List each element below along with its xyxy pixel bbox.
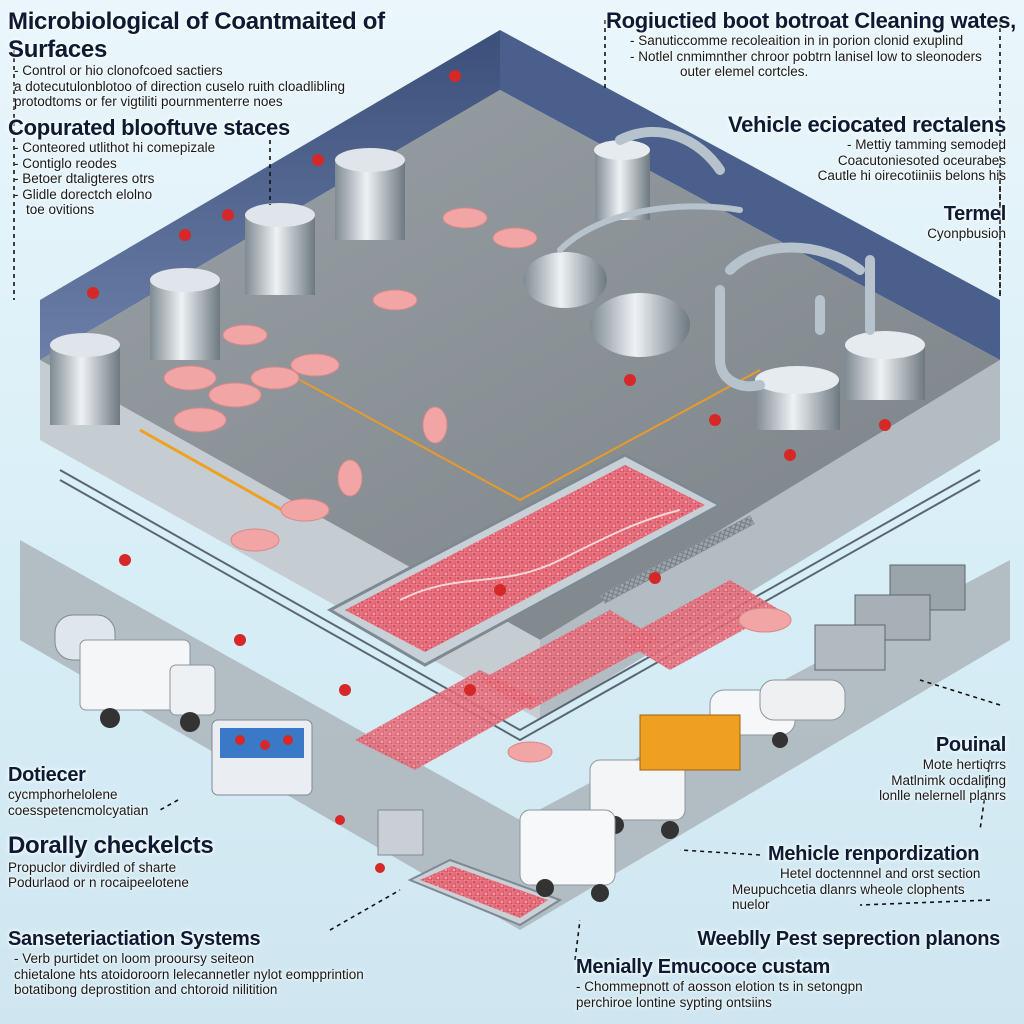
callout-line: Betoer dtaligteres otrs bbox=[14, 171, 298, 187]
callout-left-2: Dotiecer cycmphorhelolene coesspetencmol… bbox=[8, 764, 208, 818]
vessel bbox=[590, 293, 690, 357]
callout-right-5: Weeblly Pest seprection planons bbox=[600, 928, 1000, 951]
vessel bbox=[523, 252, 607, 308]
callout-title: Weeblly Pest seprection planons bbox=[697, 928, 1000, 950]
callout-line: Coacutoniesoted oceurabes bbox=[837, 152, 1006, 168]
railings bbox=[59, 369, 981, 742]
callout-line: a dotecutulonblotoo of direction cuselo … bbox=[14, 78, 345, 94]
callout-line: Mettiy tamming semoded bbox=[720, 137, 1006, 153]
callout-left-3: Dorally checkelcts Propuclor divirdled o… bbox=[8, 832, 268, 891]
conveyor-lines bbox=[355, 515, 780, 770]
pigs bbox=[163, 207, 792, 763]
tank bbox=[245, 203, 315, 295]
pig bbox=[290, 353, 340, 377]
pig bbox=[337, 459, 363, 497]
vessel bbox=[845, 331, 925, 400]
callout-right-2: Termel Cyonpbusion bbox=[860, 203, 1006, 242]
tank bbox=[50, 333, 120, 425]
ovens bbox=[814, 564, 966, 671]
trough-meat bbox=[345, 465, 705, 652]
storage-tanks-left bbox=[50, 148, 405, 425]
callout-title: Menially Emucooce custam bbox=[576, 956, 831, 978]
callout-top-right: Rogiuctied boot botroat Cleaning wates, … bbox=[600, 8, 1016, 80]
callout-line: Mote hertiorrs bbox=[922, 757, 1006, 772]
pig bbox=[173, 407, 227, 433]
callout-line: Contiglo reodes bbox=[14, 156, 298, 172]
pig bbox=[230, 528, 280, 552]
callout-line: Hetel doctennnel and orst section bbox=[780, 866, 981, 881]
pig bbox=[222, 324, 268, 346]
callout-title: Rogiuctied boot botroat Cleaning wates, bbox=[606, 8, 1016, 33]
callout-title: Mehicle renpordization bbox=[768, 843, 980, 865]
callout-line: toe ovitions bbox=[26, 202, 95, 218]
callout-title: Dorally checkelcts bbox=[8, 832, 214, 859]
callout-line: coesspetencmolcyatian bbox=[8, 802, 149, 818]
callout-line: Propuclor divirdled of sharte bbox=[8, 859, 177, 875]
callout-line: Glidle dorectch elolno bbox=[14, 187, 298, 203]
callout-top-left: Microbiological of Coantmaited of Surfac… bbox=[8, 8, 478, 110]
pig bbox=[507, 741, 553, 763]
callout-line: Podurlaod or n rocaipeelotene bbox=[8, 875, 189, 891]
callout-left-4: Sanseteriactiation Systems Verb purtidet… bbox=[8, 928, 428, 998]
callout-line: outer elemel cortcles. bbox=[680, 64, 809, 80]
pig bbox=[422, 406, 448, 444]
callout-line: Chommepnott of aosson elotion ts in seto… bbox=[576, 979, 1016, 995]
callout-line: lonlle nelernell planrs bbox=[879, 788, 1006, 804]
pig bbox=[738, 607, 792, 633]
supply-cart bbox=[211, 719, 313, 796]
callout-right-3: Pouinal Mote hertiorrs Matlnimk ocdaliti… bbox=[820, 734, 1006, 804]
callout-title: Dotiecer bbox=[8, 764, 86, 786]
tanker-truck bbox=[54, 614, 216, 732]
vessel bbox=[755, 366, 840, 430]
rinse-basin bbox=[407, 858, 563, 927]
guard-booth bbox=[377, 809, 424, 856]
callout-right-4: Mehicle renpordization Hetel doctennnel … bbox=[732, 843, 1016, 913]
piping bbox=[557, 127, 875, 392]
callout-title: Microbiological of Coantmaited of Surfac… bbox=[8, 8, 385, 63]
callout-line: Matlnimk ocdaliting bbox=[891, 772, 1006, 788]
callout-line: Conteored utlithot hi comepizale bbox=[14, 140, 298, 156]
processing-vessels-right bbox=[523, 140, 925, 430]
pig bbox=[372, 289, 418, 311]
callout-title: Vehicle eciocated rectalens bbox=[727, 112, 1006, 137]
callout-line: botatibong deprostition and chtoroid nil… bbox=[14, 982, 278, 998]
tank bbox=[335, 148, 405, 240]
pig bbox=[492, 227, 538, 249]
pig bbox=[163, 365, 217, 391]
callout-line: perchiroe lontine sypting ontsiins bbox=[576, 994, 772, 1010]
pig bbox=[280, 498, 330, 522]
pig bbox=[442, 207, 488, 229]
callout-line: Cyonpbusion bbox=[927, 226, 1006, 241]
callout-line: Verb purtidet on loom prooursy seiteon bbox=[14, 951, 428, 967]
callout-line: Cautle hi oirecotiiniis belons his bbox=[817, 168, 1006, 184]
callout-right-1: Vehicle eciocated rectalens Mettiy tammi… bbox=[720, 112, 1006, 184]
pig bbox=[250, 366, 300, 390]
callout-bottom-center: Menially Emucooce custam Chommepnott of … bbox=[576, 956, 1016, 1010]
callout-title: Termel bbox=[943, 203, 1007, 225]
vehicles bbox=[54, 614, 846, 902]
meat-trough bbox=[326, 453, 724, 667]
callout-title: Pouinal bbox=[935, 734, 1006, 756]
cargo-trailer bbox=[639, 714, 741, 771]
callout-line: Sanuticcomme recoleaition in in porion c… bbox=[630, 33, 1016, 49]
callout-title: Sanseteriactiation Systems bbox=[8, 928, 261, 950]
callout-line: Notlel cnmimnther chroor pobtrn lanisel … bbox=[630, 49, 1016, 65]
tank bbox=[150, 268, 220, 360]
callout-line: Meupuchcetia dlanrs wheole clophents bbox=[732, 881, 965, 897]
callout-line: cycmphorhelolene bbox=[8, 787, 118, 802]
car bbox=[759, 679, 846, 721]
callout-line: protodtoms or fer vigtiliti pournmenterr… bbox=[14, 94, 283, 110]
pig bbox=[208, 382, 262, 408]
callout-line: Control or hio clonofcoed sactiers bbox=[14, 63, 478, 79]
vessel bbox=[594, 140, 650, 220]
callout-line: chietalone hts atoidoroorn lelecannetler… bbox=[14, 966, 364, 982]
van bbox=[519, 809, 616, 902]
callout-left-1: Copurated blooftuve staces Conteored utl… bbox=[8, 115, 298, 218]
callout-line: nuelor bbox=[732, 897, 770, 913]
callout-title: Copurated blooftuve staces bbox=[8, 115, 290, 140]
